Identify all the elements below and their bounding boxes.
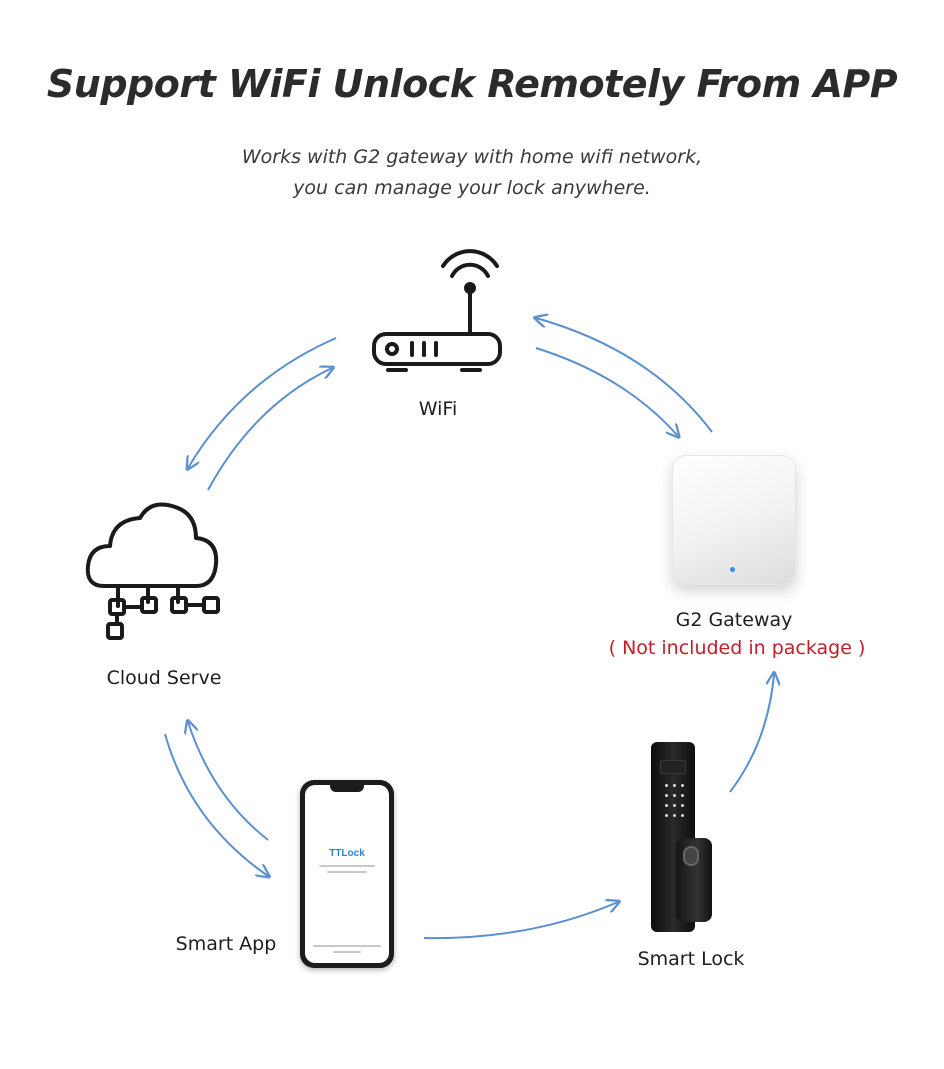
cloud-label: Cloud Serve: [106, 667, 222, 689]
arrow-app-to-lock: [423, 902, 618, 940]
phone-screen: TTLock: [305, 785, 389, 963]
lock-key: [673, 804, 676, 807]
gateway-note: ( Not included in package ): [608, 637, 866, 659]
gateway-led: [730, 567, 735, 572]
app-name: TTLock: [329, 848, 365, 859]
subtitle-line-2: you can manage your lock anywhere.: [293, 177, 651, 199]
lock-key: [681, 804, 684, 807]
fingerprint-sensor: [683, 846, 699, 866]
wifi-label: WiFi: [418, 398, 458, 420]
lock-key: [665, 804, 668, 807]
arrow-gateway-to-wifi: [536, 318, 713, 433]
arrow-app-to-cloud: [188, 722, 269, 841]
subtitle-line-1: Works with G2 gateway with home wifi net…: [241, 146, 703, 168]
phone-notch: [330, 785, 364, 792]
router-icon: [372, 249, 502, 372]
lock-key: [673, 784, 676, 787]
app-text-line: [319, 865, 375, 867]
lock-key: [665, 784, 668, 787]
lock-key: [673, 794, 676, 797]
arrow-lock-to-gateway: [729, 674, 774, 793]
arrow-wifi-to-gateway: [535, 347, 678, 436]
lock-key: [665, 814, 668, 817]
cloud-network-icon: [85, 502, 220, 640]
lock-key: [673, 814, 676, 817]
arrow-cloud-to-wifi: [207, 368, 332, 491]
app-footer-line: [333, 951, 361, 953]
lock-key: [681, 814, 684, 817]
lock-label: Smart Lock: [637, 948, 745, 970]
page-subtitle: Works with G2 gateway with home wifi net…: [0, 142, 944, 204]
lock-key: [681, 794, 684, 797]
gateway-label: G2 Gateway: [675, 609, 793, 631]
lock-key: [665, 794, 668, 797]
arrow-wifi-to-cloud: [188, 337, 337, 468]
gateway-device: [672, 455, 796, 585]
page-title: Support WiFi Unlock Remotely From APP: [46, 62, 898, 106]
app-footer-line: [313, 945, 381, 947]
app-text-line: [327, 871, 367, 873]
lock-screen: [660, 760, 686, 774]
lock-key: [681, 784, 684, 787]
app-label: Smart App: [175, 933, 277, 955]
arrow-cloud-to-app: [164, 733, 268, 876]
smartphone: TTLock: [300, 780, 394, 968]
